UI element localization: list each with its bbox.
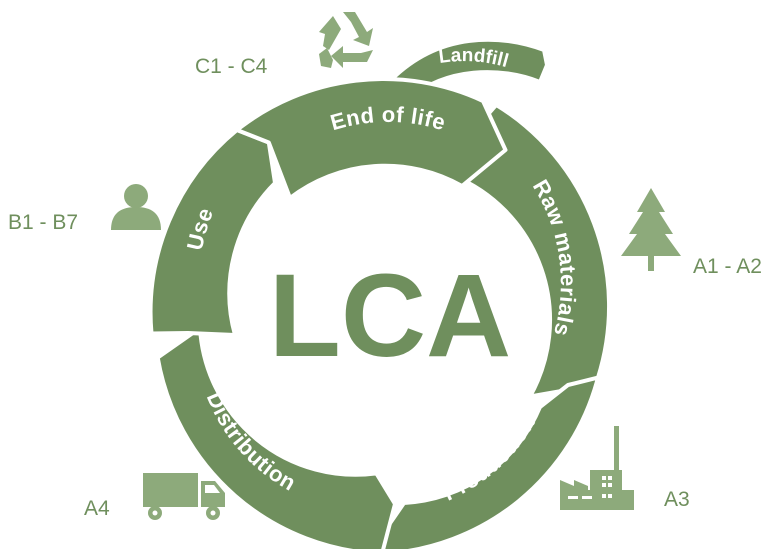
truck-icon <box>143 473 225 520</box>
stage-code-distribution: A4 <box>84 497 110 520</box>
center-title: LCA <box>269 250 512 382</box>
stage-code-use: B1 - B7 <box>8 211 78 234</box>
segment-use <box>148 128 277 337</box>
cycle-segments <box>148 77 612 549</box>
segment-end-of-life <box>235 77 508 200</box>
segment-raw-materials <box>451 102 612 399</box>
segment-production <box>374 375 600 549</box>
tree-icon <box>621 188 681 271</box>
stage-code-end-of-life: C1 - C4 <box>195 55 268 78</box>
recycle-icon <box>319 12 373 68</box>
stage-code-production: A3 <box>664 488 690 511</box>
factory-icon <box>560 426 634 510</box>
stage-code-raw-materials: A1 - A2 <box>693 255 762 278</box>
person-icon <box>111 184 161 230</box>
